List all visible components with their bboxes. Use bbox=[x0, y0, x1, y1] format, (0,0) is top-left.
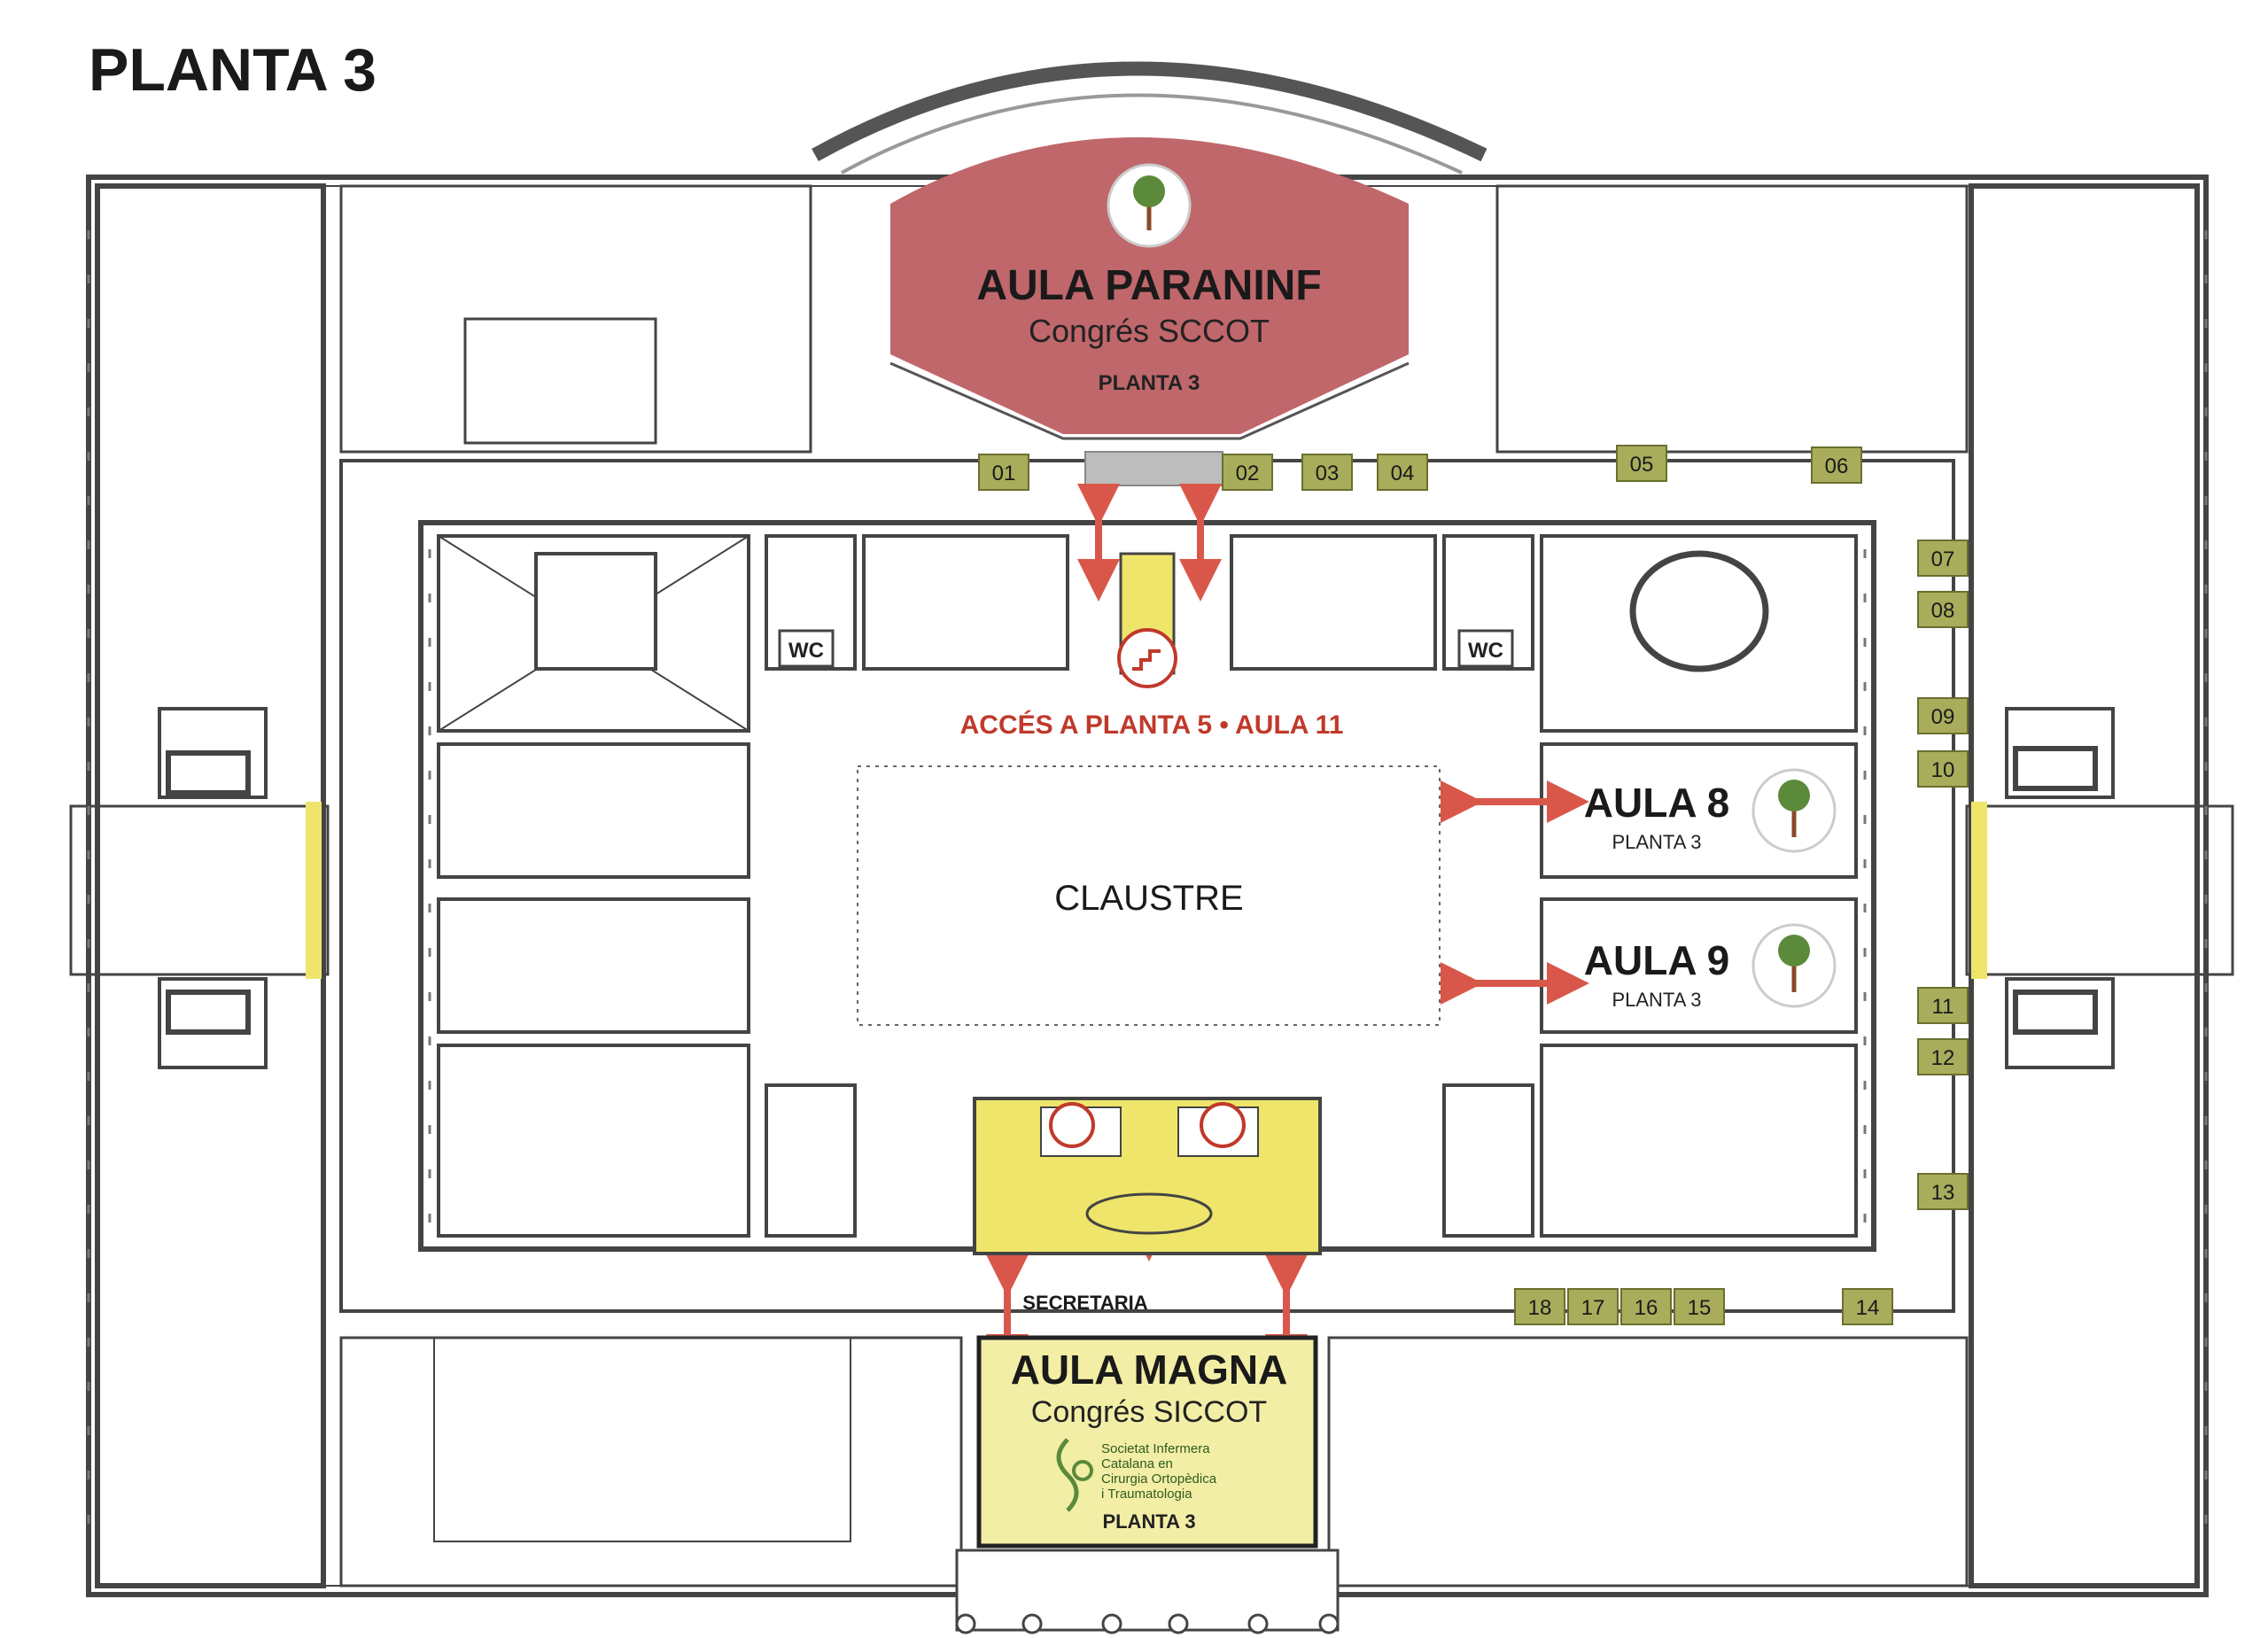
booth-box bbox=[1301, 454, 1353, 491]
booth-07[interactable]: 07 bbox=[1917, 540, 1969, 577]
booth-box bbox=[1917, 591, 1969, 628]
booth-box bbox=[1917, 1038, 1969, 1075]
booth-label: 12 bbox=[1931, 1046, 1955, 1070]
booth-box bbox=[1674, 1288, 1725, 1325]
map-title: PLANTA 3 bbox=[89, 36, 377, 104]
claustre-label: CLAUSTRE bbox=[1054, 879, 1243, 918]
booth-label: 17 bbox=[1581, 1296, 1605, 1320]
booth-box bbox=[1377, 454, 1428, 491]
booth-08[interactable]: 08 bbox=[1917, 591, 1969, 628]
aula-9-room[interactable]: AULA 9 PLANTA 3 bbox=[1584, 923, 1837, 1011]
booth-label: 02 bbox=[1236, 462, 1260, 485]
magna-logo-line-1: Societat Infermera bbox=[1101, 1441, 1210, 1456]
booth-label: 10 bbox=[1931, 758, 1955, 782]
booth-label: 16 bbox=[1635, 1296, 1658, 1320]
aula-8-room[interactable]: AULA 8 PLANTA 3 bbox=[1584, 768, 1837, 853]
aula-magna-area[interactable] bbox=[976, 1335, 1318, 1549]
booth-label: 09 bbox=[1931, 705, 1955, 729]
booth-label: 07 bbox=[1931, 547, 1955, 571]
booth-15[interactable]: 15 bbox=[1674, 1288, 1725, 1325]
booth-box bbox=[1917, 697, 1969, 734]
booth-box bbox=[1917, 750, 1969, 788]
secretaria-label: SECRETARIA bbox=[1022, 1292, 1147, 1314]
booth-17[interactable]: 17 bbox=[1567, 1288, 1619, 1325]
aula-9-floor: PLANTA 3 bbox=[1612, 989, 1701, 1011]
aula-8-name: AULA 8 bbox=[1584, 780, 1729, 826]
magna-floor: PLANTA 3 bbox=[1102, 1510, 1195, 1533]
booth-label: 18 bbox=[1528, 1296, 1552, 1320]
booth-box bbox=[1811, 446, 1862, 484]
aula-paraninf-area[interactable] bbox=[890, 137, 1409, 434]
booth-label: 06 bbox=[1825, 454, 1849, 478]
dome-outline bbox=[812, 61, 1487, 162]
magna-event: Congrés SICCOT bbox=[1031, 1395, 1267, 1429]
booth-03[interactable]: 03 bbox=[1301, 454, 1353, 491]
sccot-logo-icon bbox=[1751, 923, 1837, 1008]
booth-12[interactable]: 12 bbox=[1917, 1038, 1969, 1075]
booth-label: 15 bbox=[1688, 1296, 1712, 1320]
aula-9-name: AULA 9 bbox=[1584, 937, 1729, 983]
paraninf-floor: PLANTA 3 bbox=[1099, 371, 1200, 395]
booth-06[interactable]: 06 bbox=[1811, 446, 1862, 484]
wc-left: WC bbox=[788, 639, 824, 663]
sccot-logo-icon bbox=[1751, 768, 1837, 853]
booth-group: 01 02 03 04 05 06 07 08 09 10 11 12 13 14 15 16 17 18 bbox=[978, 445, 1969, 1325]
booth-label: 08 bbox=[1931, 599, 1955, 623]
booth-04[interactable]: 04 bbox=[1377, 454, 1428, 491]
booth-16[interactable]: 16 bbox=[1620, 1288, 1672, 1325]
booth-label: 14 bbox=[1856, 1296, 1880, 1320]
booth-label: 05 bbox=[1630, 453, 1654, 477]
booth-14[interactable]: 14 bbox=[1842, 1288, 1893, 1325]
booth-02[interactable]: 02 bbox=[1222, 454, 1273, 491]
left-rooms bbox=[437, 534, 1069, 1238]
booth-box bbox=[1917, 987, 1969, 1024]
booth-11[interactable]: 11 bbox=[1917, 987, 1969, 1024]
magna-logo-line-2: Catalana en bbox=[1101, 1456, 1173, 1471]
booth-09[interactable]: 09 bbox=[1917, 697, 1969, 734]
booth-label: 11 bbox=[1932, 995, 1954, 1019]
entrance-columns bbox=[955, 1549, 1340, 1634]
top-stair bbox=[1117, 552, 1177, 688]
aula-8-floor: PLANTA 3 bbox=[1612, 831, 1701, 853]
claustre-area bbox=[857, 765, 1441, 1026]
paraninf-event: Congrés SCCOT bbox=[1029, 313, 1270, 349]
magna-logo-line-4: i Traumatologia bbox=[1101, 1487, 1192, 1502]
booth-box bbox=[1917, 540, 1969, 577]
booth-label: 13 bbox=[1931, 1181, 1955, 1205]
magna-logo-line-3: Cirurgia Ortopèdica bbox=[1101, 1471, 1217, 1487]
booth-label: 03 bbox=[1316, 462, 1340, 485]
magna-name: AULA MAGNA bbox=[1011, 1347, 1288, 1393]
booth-box bbox=[1567, 1288, 1619, 1325]
siccot-logo-icon bbox=[1056, 1438, 1093, 1512]
booth-10[interactable]: 10 bbox=[1917, 750, 1969, 788]
booth-box bbox=[1616, 445, 1667, 482]
booth-box bbox=[1514, 1288, 1565, 1325]
sccot-logo-icon bbox=[1107, 163, 1192, 248]
paraninf-name: AULA PARANINF bbox=[976, 262, 1321, 309]
booth-18[interactable]: 18 bbox=[1514, 1288, 1565, 1325]
booth-box bbox=[1842, 1288, 1893, 1325]
booth-box bbox=[978, 454, 1029, 491]
booth-05[interactable]: 05 bbox=[1616, 445, 1667, 482]
access-label: ACCÉS A PLANTA 5 • AULA 11 bbox=[960, 710, 1344, 740]
wc-right: WC bbox=[1468, 639, 1503, 663]
booth-box bbox=[1222, 454, 1273, 491]
booth-box bbox=[1917, 1173, 1969, 1210]
stairs-icon bbox=[1132, 649, 1161, 671]
main-stair-block bbox=[973, 1097, 1322, 1255]
booth-box bbox=[1620, 1288, 1672, 1325]
booth-label: 04 bbox=[1391, 462, 1415, 485]
right-rooms bbox=[1230, 534, 1858, 1238]
booth-label: 01 bbox=[992, 462, 1016, 485]
booth-13[interactable]: 13 bbox=[1917, 1173, 1969, 1210]
booth-01[interactable]: 01 bbox=[978, 454, 1029, 491]
